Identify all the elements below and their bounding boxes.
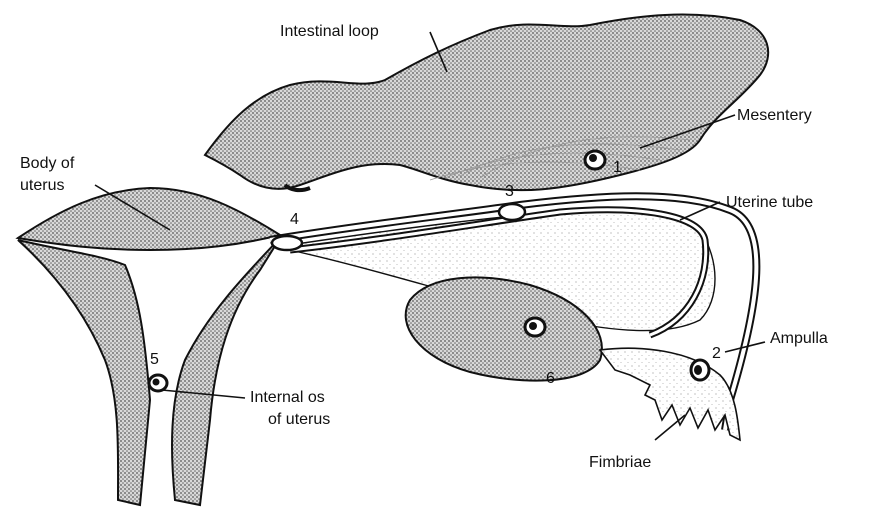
implant-marker-5 bbox=[149, 375, 167, 391]
uterus-body-shape bbox=[18, 188, 280, 250]
implant-marker-6 bbox=[525, 318, 545, 336]
label-internal-os-line1: Internal os bbox=[250, 389, 325, 406]
number-4: 4 bbox=[290, 211, 299, 228]
number-6: 6 bbox=[546, 370, 555, 387]
label-fimbriae: Fimbriae bbox=[589, 454, 651, 471]
implant-marker-3 bbox=[499, 204, 525, 220]
implant-marker-2 bbox=[691, 360, 709, 380]
label-internal-os-line2: of uterus bbox=[268, 411, 330, 428]
implant-marker-4 bbox=[272, 236, 302, 250]
label-intestinal-loop: Intestinal loop bbox=[280, 23, 379, 40]
label-mesentery: Mesentery bbox=[737, 107, 812, 124]
number-2: 2 bbox=[712, 345, 721, 362]
number-1: 1 bbox=[613, 159, 622, 176]
implant-marker-1 bbox=[585, 151, 605, 169]
label-uterine-tube: Uterine tube bbox=[726, 194, 813, 211]
number-5: 5 bbox=[150, 351, 159, 368]
label-body-of-uterus-line1: Body of bbox=[20, 155, 75, 172]
label-body-of-uterus-line2: uterus bbox=[20, 177, 64, 194]
cervix-walls-shape bbox=[18, 238, 280, 505]
number-3: 3 bbox=[505, 183, 514, 200]
intestinal-loop-shape bbox=[205, 15, 768, 191]
label-ampulla: Ampulla bbox=[770, 330, 828, 347]
fimbriae-shape bbox=[600, 348, 740, 440]
